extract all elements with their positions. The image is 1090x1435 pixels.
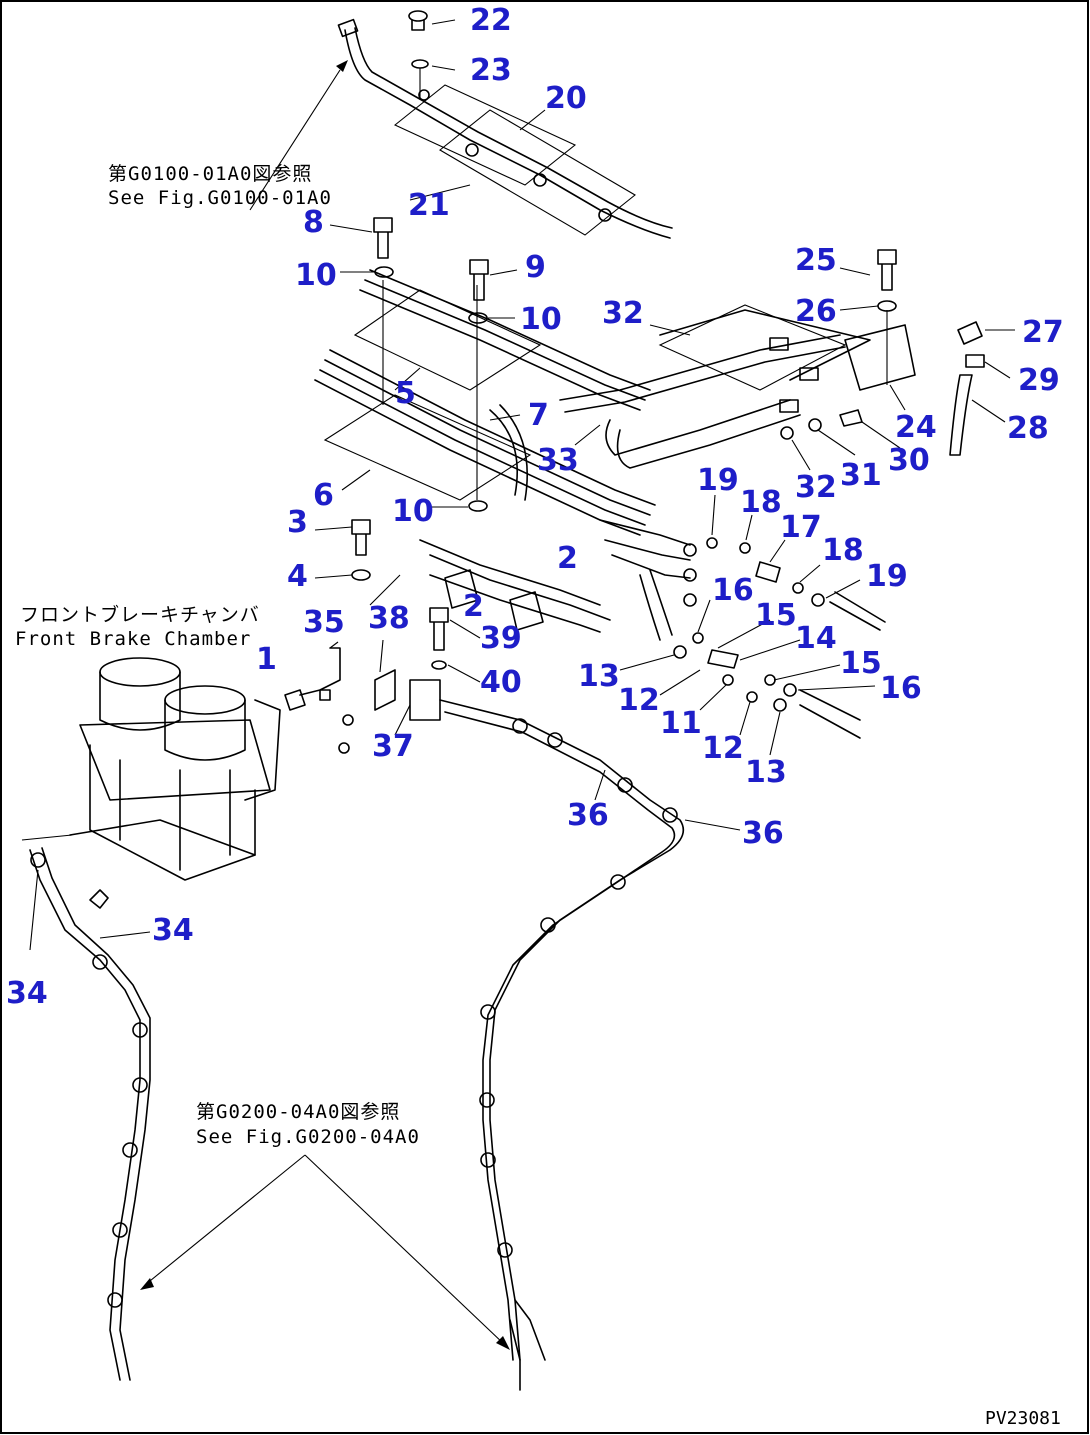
callout-21: 21 xyxy=(408,188,450,223)
chamber-label-english: Front Brake Chamber xyxy=(15,628,251,650)
callout-36-left: 36 xyxy=(567,798,609,833)
callout-9: 9 xyxy=(525,250,546,285)
callout-12-left: 12 xyxy=(618,683,660,718)
hose-36 xyxy=(439,699,685,1391)
callout-13-right: 13 xyxy=(745,755,787,790)
callout-15-top: 15 xyxy=(755,598,797,633)
callout-7: 7 xyxy=(528,398,549,433)
callout-34-left: 34 xyxy=(6,976,48,1011)
clamp-brackets xyxy=(351,519,611,633)
top-hose-assembly xyxy=(337,10,673,239)
right-hose-bracket xyxy=(559,249,985,469)
callout-28: 28 xyxy=(1007,411,1049,446)
callout-20: 20 xyxy=(545,81,587,116)
callout-16-bottom: 16 xyxy=(880,671,922,706)
callout-19-bottom: 19 xyxy=(866,559,908,594)
callout-19-top: 19 xyxy=(697,463,739,498)
callout-10-mid: 10 xyxy=(520,302,562,337)
ref-bottom-english: See Fig.G0200-04A0 xyxy=(196,1126,420,1148)
hose-34 xyxy=(29,847,151,1381)
callout-40: 40 xyxy=(480,665,522,700)
callout-12-right: 12 xyxy=(702,731,744,766)
chamber-label-japanese: フロントブレーキチャンバ xyxy=(20,603,260,626)
callout-36-right: 36 xyxy=(742,816,784,851)
callout-30: 30 xyxy=(888,443,930,478)
callout-6: 6 xyxy=(313,478,334,513)
callout-22: 22 xyxy=(470,3,512,38)
callout-1: 1 xyxy=(256,642,277,677)
callout-32-top: 32 xyxy=(602,296,644,331)
callout-37: 37 xyxy=(372,729,414,764)
callout-27: 27 xyxy=(1022,315,1064,350)
callout-10-top: 10 xyxy=(295,258,337,293)
callout-24: 24 xyxy=(895,410,937,445)
main-tube-bundle xyxy=(314,217,656,536)
callout-10-bottom: 10 xyxy=(392,494,434,529)
callout-38: 38 xyxy=(368,601,410,636)
callout-34-right: 34 xyxy=(152,913,194,948)
callout-8: 8 xyxy=(303,205,324,240)
callout-5: 5 xyxy=(395,376,416,411)
callout-16-top: 16 xyxy=(712,573,754,608)
reference-notes: 第G0100-01A0図参照 See Fig.G0100-01A0 フロントブレ… xyxy=(15,163,1061,1429)
ref-top-english: See Fig.G0100-01A0 xyxy=(108,187,332,209)
callout-14: 14 xyxy=(795,621,837,656)
callout-3: 3 xyxy=(287,505,308,540)
callout-2-right: 2 xyxy=(557,541,578,576)
leader-lines xyxy=(21,19,1015,1350)
callout-13-left: 13 xyxy=(578,659,620,694)
fittings-cluster xyxy=(599,519,886,739)
callout-18-bottom: 18 xyxy=(822,533,864,568)
callout-39: 39 xyxy=(480,621,522,656)
drawing-code: PV23081 xyxy=(985,1408,1061,1429)
callout-17: 17 xyxy=(780,510,822,545)
callout-23: 23 xyxy=(470,53,512,88)
callout-35: 35 xyxy=(303,605,345,640)
callout-25: 25 xyxy=(795,243,837,278)
ref-top-japanese: 第G0100-01A0図参照 xyxy=(108,163,312,185)
front-brake-chamber xyxy=(69,657,281,881)
callout-18-top: 18 xyxy=(740,485,782,520)
valve-assembly xyxy=(284,607,449,754)
callout-2-left: 2 xyxy=(463,589,484,624)
callout-26: 26 xyxy=(795,294,837,329)
callout-32-bottom: 32 xyxy=(795,470,837,505)
callout-4: 4 xyxy=(287,559,308,594)
callout-33: 33 xyxy=(537,443,579,478)
callout-numbers: 22 23 20 21 8 9 10 10 5 7 6 10 3 4 2 2 3… xyxy=(6,3,1064,1011)
callout-31: 31 xyxy=(840,458,882,493)
callout-11: 11 xyxy=(660,706,702,741)
callout-29: 29 xyxy=(1018,363,1060,398)
callout-15-bottom: 15 xyxy=(840,646,882,681)
ref-bottom-japanese: 第G0200-04A0図参照 xyxy=(196,1101,400,1123)
